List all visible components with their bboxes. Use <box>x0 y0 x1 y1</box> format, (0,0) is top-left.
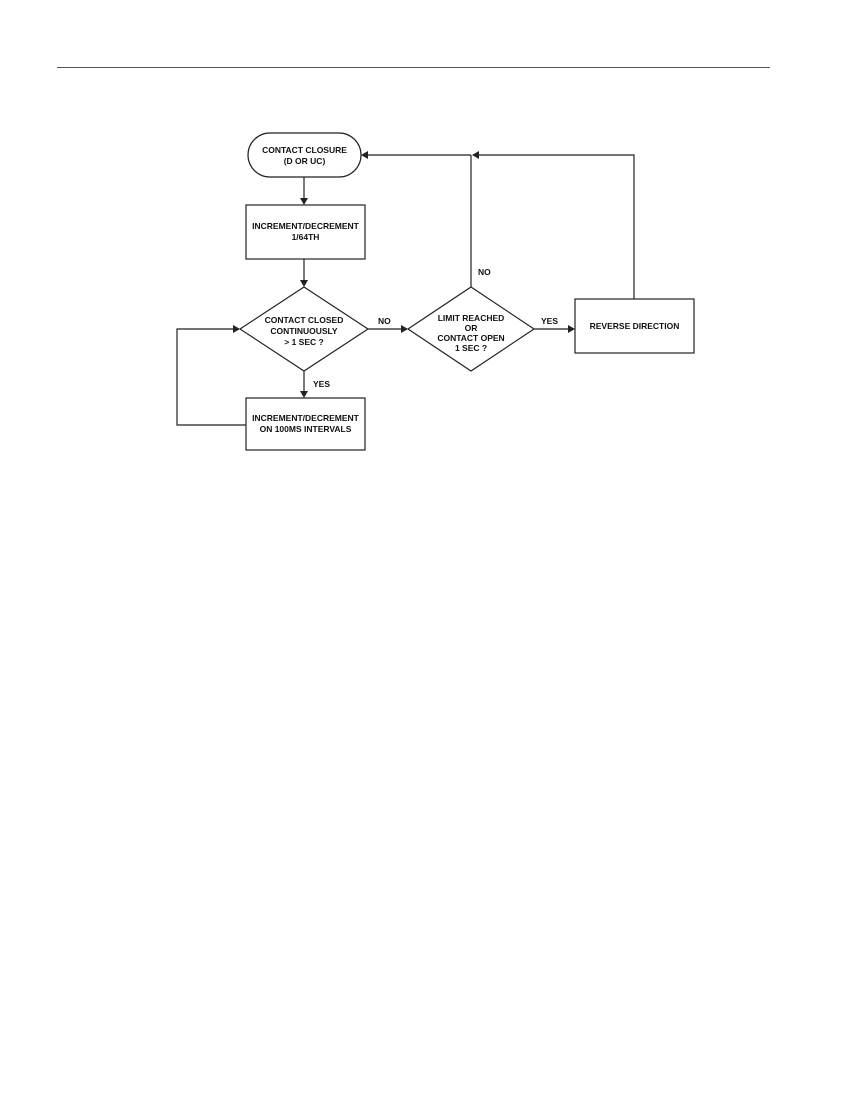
limit-reached-decision: LIMIT REACHED OR CONTACT OPEN 1 SEC ? <box>406 286 536 372</box>
loop-back-connector <box>176 328 246 426</box>
increment-step-label-2: 1/64TH <box>292 232 320 242</box>
decision2-label-4: 1 SEC ? <box>455 343 487 353</box>
decision1-yes-label: YES <box>313 379 330 389</box>
decision2-no-label: NO <box>478 267 491 277</box>
reverse-direction-node: REVERSE DIRECTION <box>574 298 695 354</box>
header-rule <box>57 67 770 68</box>
arrowhead-loop-back <box>233 325 240 333</box>
decision1-label-2: CONTINUOUSLY <box>270 326 338 336</box>
decision2-label-2: OR <box>465 323 478 333</box>
decision1-no-label: NO <box>378 316 391 326</box>
arrowhead-step2 <box>300 391 308 398</box>
start-node-label-1: CONTACT CLOSURE <box>262 145 347 155</box>
increment-step-label-1: INCREMENT/DECREMENT <box>252 221 360 231</box>
start-node-label-2: (D OR UC) <box>284 156 326 166</box>
interval-step-label-1: INCREMENT/DECREMENT <box>252 413 360 423</box>
arrowhead-merge <box>472 151 479 159</box>
arrowhead-step3 <box>568 325 575 333</box>
start-node: CONTACT CLOSURE (D OR UC) <box>247 132 362 178</box>
reverse-direction-label: REVERSE DIRECTION <box>590 321 680 331</box>
interval-step-label-2: ON 100MS INTERVALS <box>260 424 352 434</box>
contact-closed-decision: CONTACT CLOSED CONTINUOUSLY > 1 SEC ? <box>238 286 370 372</box>
arrowhead-start <box>361 151 368 159</box>
decision2-yes-label: YES <box>541 316 558 326</box>
arrowhead-decision2 <box>401 325 408 333</box>
increment-step-node: INCREMENT/DECREMENT 1/64TH <box>245 204 366 260</box>
decision2-label-1: LIMIT REACHED <box>438 313 505 323</box>
connector-step3-return <box>478 154 635 299</box>
decision1-label-3: > 1 SEC ? <box>284 337 323 347</box>
arrowhead-step1 <box>300 198 308 205</box>
decision1-label-1: CONTACT CLOSED <box>265 315 344 325</box>
interval-step-node: INCREMENT/DECREMENT ON 100MS INTERVALS <box>245 397 366 451</box>
arrowhead-decision1 <box>300 280 308 287</box>
decision2-label-3: CONTACT OPEN <box>437 333 504 343</box>
